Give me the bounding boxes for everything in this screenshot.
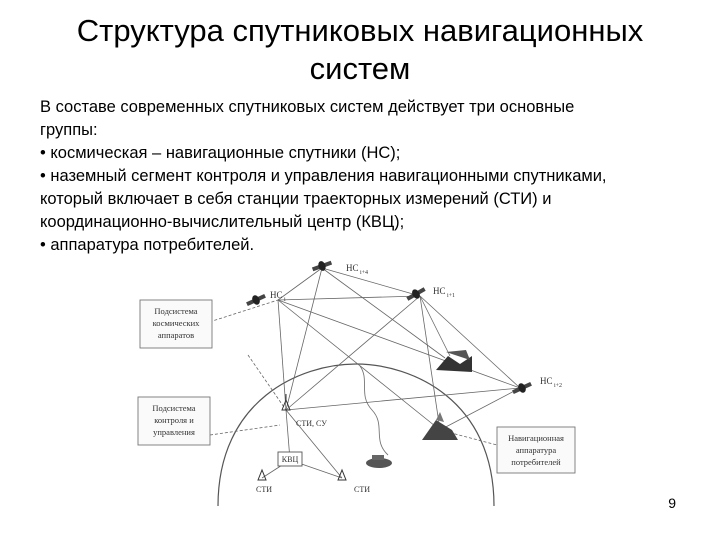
car-icon <box>366 455 392 468</box>
page-number: 9 <box>668 495 676 511</box>
title-line-2: систем <box>309 51 411 86</box>
kvc-box <box>277 451 303 467</box>
satellite-label-sub: i+2 <box>554 383 562 389</box>
ship-icon <box>422 412 458 440</box>
slide-title: Структура спутниковых навигационных сист… <box>0 12 720 88</box>
space-box-line: космических <box>153 318 201 328</box>
satellite-label-sub: i <box>284 297 286 303</box>
station-label-kvc: КВЦ <box>282 455 299 464</box>
body-line: • наземный сегмент контроля и управления… <box>40 167 607 185</box>
satellite-icon <box>406 287 426 301</box>
body-line: • космическая – навигационные спутники (… <box>40 144 401 162</box>
ground-box-line: управления <box>153 427 195 437</box>
satellite-label: НС <box>540 376 553 386</box>
user-box-line: Навигационная <box>508 433 564 443</box>
body-line: координационно-вычислительный центр (КВЦ… <box>40 213 405 231</box>
body-line: В составе современных спутниковых систем… <box>40 98 575 116</box>
ground-box-line: контроля и <box>154 415 194 425</box>
body-line: который включает в себя станции траектор… <box>40 190 552 208</box>
satellite-label-sub: i+1 <box>447 293 455 299</box>
station-label-sti: СТИ <box>256 485 272 494</box>
satellite-icon <box>246 293 266 307</box>
earth-dome <box>217 363 495 507</box>
space-subsystem-box: Подсистема космических аппаратов <box>139 299 213 349</box>
satellite-label-sub: i+4 <box>360 270 368 276</box>
user-box-line: аппаратура <box>516 445 556 455</box>
station-label-sti: СТИ <box>354 485 370 494</box>
body-line: • аппаратура потребителей. <box>40 236 255 254</box>
station-label-sti-su: СТИ, СУ <box>296 419 327 428</box>
user-equipment-box: Навигационная аппаратура потребителей <box>496 426 576 474</box>
title-line-1: Структура спутниковых навигационных <box>76 13 644 48</box>
satellite-icon <box>512 381 532 395</box>
satellite-label: НС <box>433 286 446 296</box>
link-lines <box>199 267 521 479</box>
slide-body: В составе современных спутниковых систем… <box>40 96 700 257</box>
ground-subsystem-box: Подсистема контроля и управления <box>137 396 211 446</box>
satellite-icon <box>311 260 333 272</box>
antenna-icon <box>257 468 267 481</box>
ground-box-line: Подсистема <box>152 403 195 413</box>
user-box-line: потребителей <box>511 457 561 467</box>
river-line <box>359 365 389 456</box>
satellite-label: НС <box>346 263 359 273</box>
space-box-line: Подсистема <box>154 306 197 316</box>
antenna-icon <box>337 468 347 481</box>
body-line: группы: <box>40 121 98 139</box>
satellite-label: НС <box>270 290 283 300</box>
aircraft-icon <box>436 350 472 372</box>
space-box-line: аппаратов <box>158 330 194 340</box>
antenna-icon <box>281 394 291 411</box>
